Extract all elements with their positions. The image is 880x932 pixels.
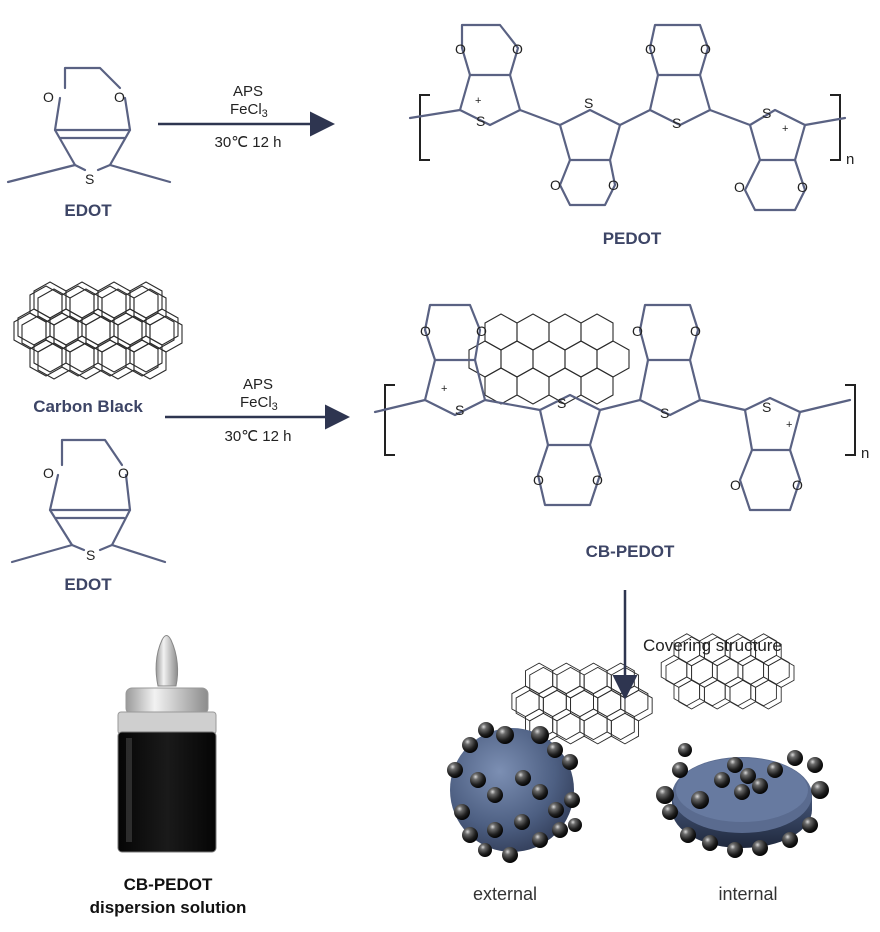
edot-label-bottom: EDOT	[64, 575, 112, 594]
sulfur-atom: S	[557, 395, 566, 411]
external-sphere	[447, 722, 582, 863]
oxygen-atom: O	[43, 465, 54, 481]
charge-plus: +	[475, 95, 481, 107]
oxygen-atom: O	[118, 465, 129, 481]
carbon-black-cluster	[468, 313, 630, 405]
reagent-aps: APS	[233, 83, 263, 100]
oxygen-atom: O	[608, 177, 619, 193]
vial-label-line-1: CB-PEDOT	[124, 875, 213, 894]
edot-label-top: EDOT	[64, 201, 112, 220]
sulfur-atom: S	[455, 402, 464, 418]
cb-pedot-molecule: O O S + S O O O O S S + O O n	[373, 303, 869, 745]
charge-plus: +	[782, 123, 788, 135]
reaction-conditions: 30℃ 12 h	[215, 134, 282, 151]
oxygen-atom: O	[476, 323, 487, 339]
oxygen-atom: O	[797, 179, 808, 195]
reagent-fecl3: FeCl3	[230, 101, 268, 120]
reaction-arrow-top: APS FeCl3 30℃ 12 h	[158, 83, 335, 151]
sulfur-atom: S	[762, 105, 771, 121]
reagent-fecl3: FeCl3	[240, 394, 278, 413]
sulfur-atom: S	[660, 405, 669, 421]
oxygen-atom: O	[734, 179, 745, 195]
sulfur-atom: S	[86, 547, 95, 563]
reaction-conditions: 30℃ 12 h	[225, 428, 292, 445]
charge-plus: +	[441, 383, 447, 395]
repeat-subscript: n	[846, 151, 854, 168]
oxygen-atom: O	[645, 41, 656, 57]
charge-plus: +	[786, 419, 792, 431]
oxygen-atom: O	[455, 41, 466, 57]
oxygen-atom: O	[43, 89, 54, 105]
covering-structure-arrow: Covering structure	[612, 590, 782, 700]
internal-label: internal	[718, 884, 777, 904]
oxygen-atom: O	[792, 477, 803, 493]
vial-label-line-2: dispersion solution	[90, 898, 247, 917]
sulfur-atom: S	[85, 171, 94, 187]
internal-sphere	[656, 743, 829, 858]
covering-structure-label: Covering structure	[643, 636, 782, 655]
carbon-black-label: Carbon Black	[33, 397, 143, 416]
oxygen-atom: O	[114, 89, 125, 105]
pedot-label: PEDOT	[603, 229, 662, 248]
oxygen-atom: O	[420, 323, 431, 339]
oxygen-atom: O	[700, 41, 711, 57]
sulfur-atom: S	[672, 115, 681, 131]
oxygen-atom: O	[592, 472, 603, 488]
oxygen-atom: O	[632, 323, 643, 339]
sulfur-atom: S	[584, 95, 593, 111]
repeat-subscript: n	[861, 445, 869, 462]
reagent-aps: APS	[243, 376, 273, 393]
cb-pedot-label: CB-PEDOT	[586, 542, 675, 561]
oxygen-atom: O	[533, 472, 544, 488]
oxygen-atom: O	[550, 177, 561, 193]
oxygen-atom: O	[690, 323, 701, 339]
reaction-arrow-bottom: APS FeCl3 30℃ 12 h	[165, 376, 350, 445]
oxygen-atom: O	[512, 41, 523, 57]
sulfur-atom: S	[762, 399, 771, 415]
sulfur-atom: S	[476, 113, 485, 129]
carbon-black-graphic	[13, 281, 183, 380]
edot-molecule-bottom: O O S	[10, 438, 167, 564]
pedot-molecule: O O S + O O S O O S O O S + n	[408, 23, 854, 212]
external-label: external	[473, 884, 537, 904]
edot-molecule-top: O O S	[6, 66, 172, 187]
dispersion-vial	[117, 635, 217, 853]
oxygen-atom: O	[730, 477, 741, 493]
